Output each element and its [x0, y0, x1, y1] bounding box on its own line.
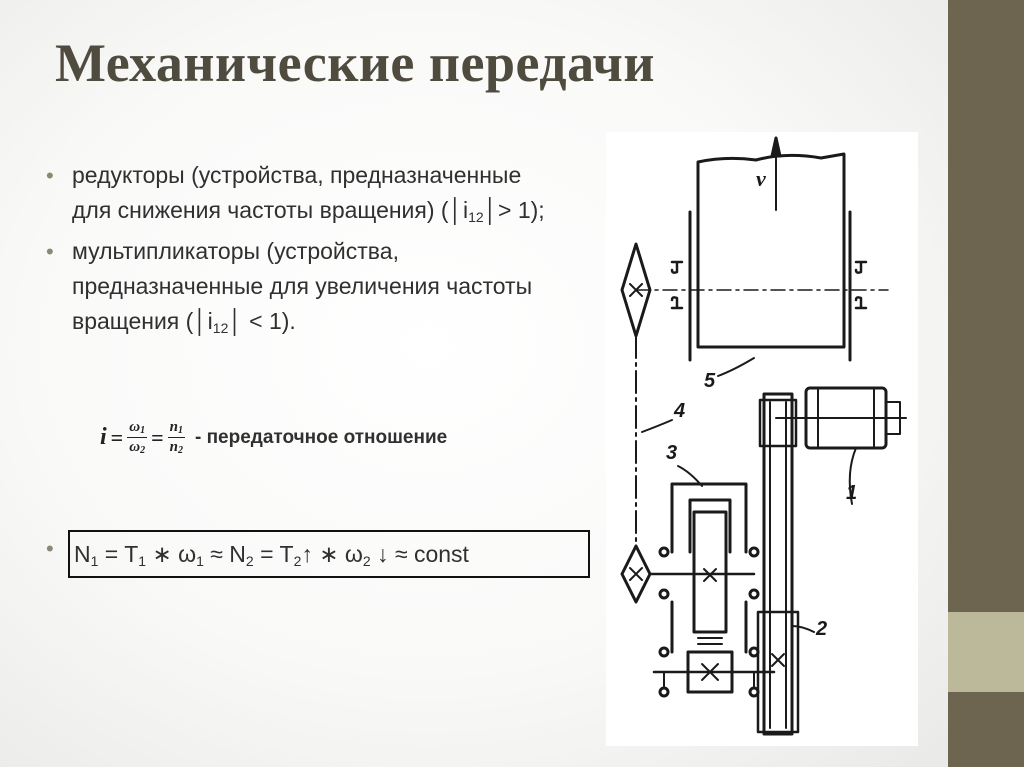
slide-title: Механические передачи: [55, 33, 655, 93]
bullet-dot: •: [46, 536, 54, 561]
fraction-omega: ω1 ω2: [127, 418, 148, 457]
bullet-text-end: │ < 1).: [228, 308, 296, 334]
bullet-multipliers: • мультипликаторы (устройства, предназна…: [44, 234, 564, 339]
reducer-icon: [652, 482, 776, 698]
subscript: 12: [212, 320, 229, 336]
bullet-text: редукторы (устройства, предназначенные д…: [72, 162, 522, 223]
side-stripe-accent: [948, 612, 1024, 692]
frac-numerator: ω: [129, 419, 141, 435]
bullet-text: мультипликаторы (устройства, предназначе…: [72, 238, 533, 334]
frac-sub: 1: [177, 425, 183, 436]
drum-icon: [635, 136, 889, 362]
subscript: 1: [90, 553, 99, 569]
subscript: 2: [245, 553, 254, 569]
gear-ratio-formula: i = ω1 ω2 = n1 n2 - передаточное отношен…: [100, 418, 447, 457]
label-velocity: v: [756, 166, 766, 191]
subscript: 1: [138, 553, 147, 569]
subscript: 2: [362, 553, 371, 569]
power-text: = T: [253, 541, 294, 567]
coupling-lower-icon: [620, 544, 652, 604]
subscript: 2: [293, 553, 302, 569]
power-relation-box: N1 = T1 ∗ ω1 ≈ N2 = T2↑ ∗ ω2 ↓ ≈ const: [68, 530, 590, 578]
power-text: ≈ N: [203, 541, 246, 567]
formula-lhs: i: [100, 424, 107, 450]
frac-sub: 1: [140, 425, 146, 436]
frac-denominator: n: [169, 439, 178, 455]
frac-sub: 2: [140, 445, 146, 456]
drive-kinematic-diagram: v 5 4 3 1 2: [606, 132, 918, 746]
fraction-n: n1 n2: [167, 418, 185, 457]
side-stripe-bottom: [948, 692, 1024, 767]
bullet-reducers: • редукторы (устройства, предназначенные…: [44, 158, 564, 228]
diagram-svg: [620, 136, 907, 736]
power-text: ↓ ≈ const: [370, 541, 469, 567]
subscript: 1: [196, 553, 204, 569]
bullet-list: • редукторы (устройства, предназначенные…: [44, 158, 564, 345]
label-motor: 1: [846, 482, 858, 504]
bullet-dot: •: [46, 239, 54, 264]
label-chain: 4: [674, 400, 686, 422]
power-text: ∗ ω: [146, 541, 197, 567]
power-text: ↑ ∗ ω: [301, 541, 363, 567]
drum-bearings: [670, 260, 868, 310]
equals-sign: =: [151, 424, 164, 450]
frac-numerator: n: [169, 419, 178, 435]
equals-sign: =: [110, 424, 124, 450]
motor-icon: [775, 386, 907, 450]
bullet-dot: •: [46, 163, 54, 188]
side-stripe-top: [948, 0, 1024, 612]
bullet-text-end: │> 1);: [483, 197, 545, 223]
frac-sub: 2: [177, 445, 183, 456]
power-text: N: [74, 541, 91, 567]
frac-denominator: ω: [129, 439, 141, 455]
label-drum: 5: [704, 370, 716, 392]
leader-lines: [641, 357, 857, 633]
label-belt: 2: [816, 618, 828, 640]
power-text: = T: [98, 541, 139, 567]
label-reducer: 3: [666, 442, 678, 464]
belt-drive-icon: [756, 392, 800, 736]
subscript: 12: [468, 209, 484, 225]
formula-description: - передаточное отношение: [194, 426, 448, 448]
